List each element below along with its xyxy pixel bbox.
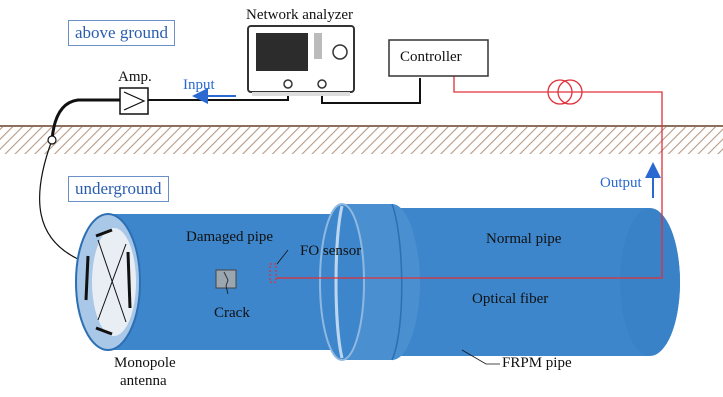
- pipe-coupling-highlight: [334, 205, 344, 359]
- optical-fiber-path: [276, 72, 663, 279]
- ground-feedthrough: [47, 135, 57, 145]
- optical-fiber-label: Optical fiber: [472, 291, 549, 307]
- underground-label: underground: [68, 176, 169, 202]
- fo-sensor-pointer: [276, 249, 289, 265]
- antenna-element: [84, 255, 90, 301]
- crack-pointer: [225, 285, 229, 295]
- ground-surface: [0, 126, 723, 154]
- antenna-label-line1: Monopole: [114, 355, 176, 371]
- pipe-right-end: [620, 208, 680, 356]
- fiber-coil-icon: [547, 79, 583, 105]
- antenna-element: [95, 326, 113, 336]
- cable-analyzer-controller: [321, 78, 421, 104]
- pipe-coupling-face: [319, 203, 365, 361]
- controller-label: Controller: [400, 49, 462, 65]
- pipe-normal-section: [390, 208, 680, 356]
- amplifier-label: Amp.: [118, 69, 152, 85]
- pipe-coupling-edge: [391, 203, 403, 361]
- above-ground-label: above ground: [68, 20, 176, 46]
- frpm-pipe-label: FRPM pipe: [502, 355, 572, 371]
- crack-marker: [215, 269, 237, 289]
- cable-amp-ground: [50, 98, 120, 141]
- crack-label: Crack: [214, 305, 250, 321]
- damaged-pipe-label: Damaged pipe: [186, 229, 274, 245]
- network-analyzer-label: Network analyzer: [246, 7, 354, 23]
- antenna-label-line2: antenna: [120, 373, 167, 389]
- output-label: Output: [600, 175, 642, 191]
- crack-line: [223, 271, 229, 287]
- input-label: Input: [183, 77, 215, 93]
- amplifier-icon: [119, 87, 149, 115]
- antenna-element: [126, 251, 132, 309]
- frpm-pointer: [461, 349, 500, 365]
- normal-pipe-label: Normal pipe: [486, 231, 562, 247]
- controller-box: [388, 39, 489, 77]
- antenna-wire-cross: [97, 239, 127, 323]
- antenna-element: [95, 228, 113, 238]
- network-analyzer-icon: [247, 25, 355, 96]
- fo-sensor-label: FO sensor: [300, 243, 362, 259]
